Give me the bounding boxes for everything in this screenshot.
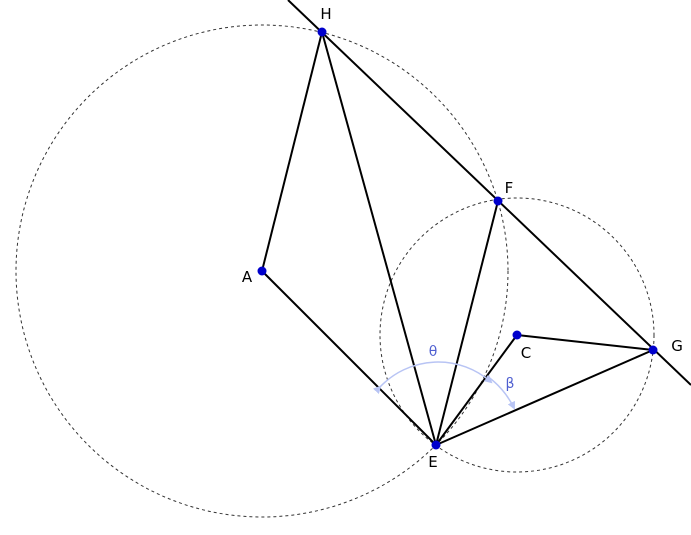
point-a xyxy=(257,266,267,276)
circle-large xyxy=(15,24,509,518)
segment-e-f xyxy=(435,200,499,446)
segment-h-e xyxy=(321,31,437,446)
circle-small xyxy=(379,197,655,473)
point-e xyxy=(431,440,441,450)
label-a: A xyxy=(242,268,253,286)
label-c: C xyxy=(521,344,531,362)
line-hfg xyxy=(287,0,691,386)
point-g xyxy=(648,345,658,355)
segment-c-g xyxy=(516,334,654,351)
label-f: F xyxy=(505,179,514,197)
label-e: E xyxy=(428,453,437,471)
segment-a-e xyxy=(261,270,437,446)
segment-a-h xyxy=(261,31,323,272)
point-f xyxy=(493,196,503,206)
point-h xyxy=(317,27,327,37)
point-c xyxy=(512,330,522,340)
angle-theta-label: θ xyxy=(429,344,438,360)
angle-beta-label: β xyxy=(506,376,515,392)
segment-e-g xyxy=(435,349,654,446)
label-h: H xyxy=(320,5,331,23)
angle-theta-arc xyxy=(372,361,493,395)
angle-beta-arc xyxy=(486,375,515,410)
label-g: G xyxy=(671,337,683,355)
